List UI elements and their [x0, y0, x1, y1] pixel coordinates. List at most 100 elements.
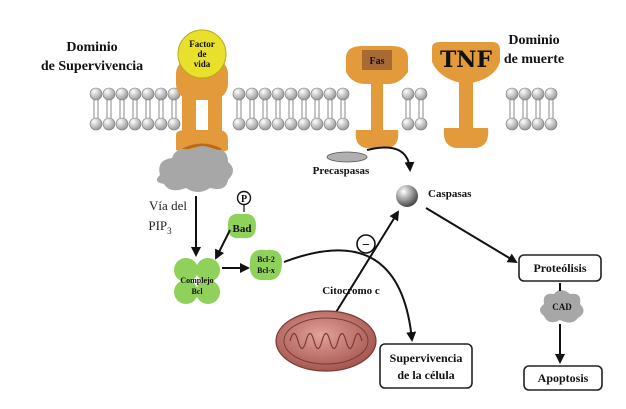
growth-factor: Factor de vida — [177, 29, 227, 79]
pip3-label-2: PIP3 — [148, 218, 172, 236]
survival-label-1: Supervivencia — [390, 351, 463, 365]
lipid-tail — [158, 100, 164, 118]
death-domain-label-2: de muerte — [504, 52, 564, 67]
caspases: Caspasas — [396, 185, 472, 207]
bcl2-label-2: Bcl-x — [257, 266, 275, 275]
lipid-head — [271, 87, 285, 101]
lipid-tail — [548, 100, 554, 118]
lipid-head — [154, 87, 168, 101]
survival-domain-label-1: Dominio — [66, 40, 117, 55]
lipid-tail — [405, 100, 411, 118]
lipid-tail — [132, 100, 138, 118]
lipid-tail — [535, 100, 541, 118]
bcl2-to-survival-arrow — [283, 249, 417, 342]
apoptosis-label: Apoptosis — [538, 371, 589, 385]
bad-label: Bad — [233, 223, 252, 235]
survival-label-2: de la célula — [397, 368, 454, 382]
lipid-tail — [275, 100, 281, 118]
lipid-head — [102, 87, 116, 101]
fas-label: Fas — [370, 56, 385, 67]
lipid-head — [167, 117, 181, 131]
complex-label-2: Bcl — [191, 287, 203, 296]
pip3-subscript: 3 — [167, 226, 172, 236]
lipid-tail — [288, 100, 294, 118]
lipid-head — [531, 117, 545, 131]
lipid-tail — [340, 100, 346, 118]
precaspases-label: Precaspasas — [313, 165, 370, 177]
lipid-head — [401, 87, 415, 101]
mitochondrion — [275, 310, 377, 372]
lipid-head — [505, 87, 519, 101]
lipid-head — [414, 87, 428, 101]
cytochrome-label: Citocromo c — [322, 285, 380, 297]
lipid-tail — [262, 100, 268, 118]
death-domain-label-1: Dominio — [508, 33, 559, 48]
lipid-head — [310, 87, 324, 101]
lipid-head — [518, 117, 532, 131]
proteolysis-label: Proteólisis — [533, 261, 586, 275]
lipid-head — [414, 117, 428, 131]
lipid-head — [336, 117, 350, 131]
bad-protein: Bad — [227, 213, 256, 239]
cad-label: CAD — [552, 302, 572, 312]
lipid-head — [323, 87, 337, 101]
inhibition-sign: − — [356, 234, 376, 254]
complex-label-1: Complejo — [180, 276, 213, 285]
lipid-head — [531, 87, 545, 101]
lipid-tail — [327, 100, 333, 118]
lipid-head — [141, 87, 155, 101]
lipid-head — [232, 117, 246, 131]
inhibit-label: − — [362, 238, 370, 253]
growth-factor-label-2: de — [198, 49, 207, 59]
lipid-head — [258, 87, 272, 101]
growth-factor-label-3: vida — [194, 59, 211, 69]
lipid-head — [336, 87, 350, 101]
caspases-label: Caspasas — [428, 188, 472, 200]
lipid-head — [141, 117, 155, 131]
lipid-tail — [236, 100, 242, 118]
lipid-tail — [171, 100, 177, 118]
lipid-head — [505, 117, 519, 131]
lipid-head — [128, 87, 142, 101]
fas-receptor: Fas — [346, 46, 408, 148]
proteolysis-box: Proteólisis — [518, 254, 602, 282]
bcl2-label-1: Bcl-2 — [257, 255, 275, 264]
apoptosis-box: Apoptosis — [523, 365, 603, 391]
pip3-label-1: Vía del — [149, 198, 187, 213]
lipid-head — [297, 87, 311, 101]
cell-membrane — [89, 87, 558, 131]
bcl2-protein: Bcl-2 Bcl-x — [249, 249, 282, 281]
lipid-head — [89, 87, 103, 101]
lipid-head — [89, 117, 103, 131]
lipid-head — [310, 117, 324, 131]
lipid-head — [544, 87, 558, 101]
cytochrome-to-caspase-arrow — [329, 210, 400, 323]
growth-factor-label-1: Factor — [189, 39, 214, 49]
lipid-head — [128, 117, 142, 131]
tnf-label: TNF — [440, 47, 492, 73]
lipid-head — [115, 117, 129, 131]
precaspases: Precaspasas — [313, 151, 370, 177]
lipid-head — [102, 117, 116, 131]
lipid-head — [271, 117, 285, 131]
lipid-head — [232, 87, 246, 101]
lipid-head — [258, 117, 272, 131]
bad-to-complex-arrow — [215, 229, 231, 260]
lipid-head — [401, 117, 415, 131]
lipid-tail — [249, 100, 255, 118]
lipid-tail — [418, 100, 424, 118]
survival-domain-label-2: de Supervivencia — [41, 59, 143, 74]
lipid-tail — [106, 100, 112, 118]
lipid-tail — [145, 100, 151, 118]
lipid-tail — [522, 100, 528, 118]
lipid-head — [323, 117, 337, 131]
lipid-head — [544, 117, 558, 131]
lipid-tail — [119, 100, 125, 118]
lipid-tail — [509, 100, 515, 118]
caspase-to-proteolysis-arrow — [425, 207, 518, 264]
lipid-tail — [93, 100, 99, 118]
lipid-tail — [301, 100, 307, 118]
lipid-head — [154, 117, 168, 131]
cad-cloud: CAD — [540, 290, 584, 323]
